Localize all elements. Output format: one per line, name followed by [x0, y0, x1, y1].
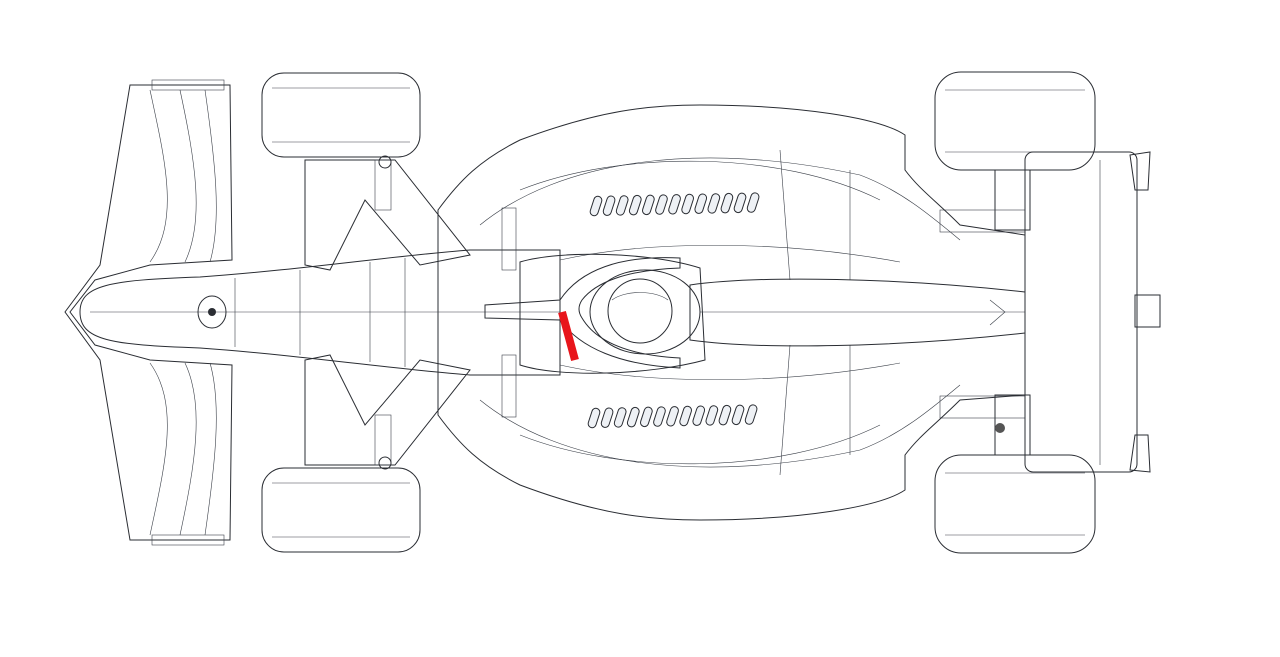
louvre-slot	[681, 193, 695, 215]
louvre-slot	[626, 406, 640, 428]
louvre-slot	[613, 407, 627, 428]
louvre-slot	[600, 407, 614, 428]
louvre-slot	[746, 192, 760, 213]
cooling-louvres-top	[589, 192, 760, 217]
louvre-slot	[705, 405, 719, 426]
louvre-slot	[731, 404, 745, 426]
cooling-louvres-bottom	[587, 404, 758, 429]
rear-left-wheel[interactable]	[934, 71, 1096, 171]
engine-cover[interactable]	[689, 278, 1026, 347]
halo[interactable]	[484, 257, 681, 369]
louvre-slot	[642, 194, 655, 216]
louvre-slot	[744, 404, 758, 425]
louvre-slot	[694, 193, 708, 214]
louvre-slot	[615, 195, 629, 216]
front-wing[interactable]	[64, 79, 233, 546]
louvre-slot	[602, 195, 616, 216]
driver-helmet[interactable]	[607, 278, 673, 344]
louvre-slot	[589, 195, 603, 217]
louvre-slot	[587, 407, 601, 429]
louvre-slot	[733, 192, 747, 214]
louvre-slot	[718, 404, 732, 426]
front-left-wheel[interactable]	[261, 72, 421, 158]
louvre-slot	[628, 194, 642, 216]
front-suspension	[304, 155, 471, 470]
louvre-slot	[720, 192, 734, 214]
cockpit[interactable]	[519, 253, 706, 374]
mirror-mounts	[501, 207, 517, 418]
rear-right-wheel[interactable]	[934, 454, 1096, 554]
louvre-slot	[653, 406, 666, 427]
sidepods[interactable]	[437, 104, 1026, 521]
front-right-wheel[interactable]	[261, 467, 421, 553]
louvre-slot	[640, 406, 653, 428]
louvre-slot	[655, 194, 668, 215]
louvre-slot	[707, 193, 721, 214]
louvre-slot	[679, 405, 693, 427]
rear-suspension	[939, 169, 1031, 456]
louvre-slot	[668, 194, 681, 215]
louvre-slot	[666, 406, 679, 427]
nose-cone[interactable]	[79, 249, 561, 376]
louvre-slot	[692, 405, 706, 426]
rear-wing[interactable]	[1024, 151, 1161, 473]
